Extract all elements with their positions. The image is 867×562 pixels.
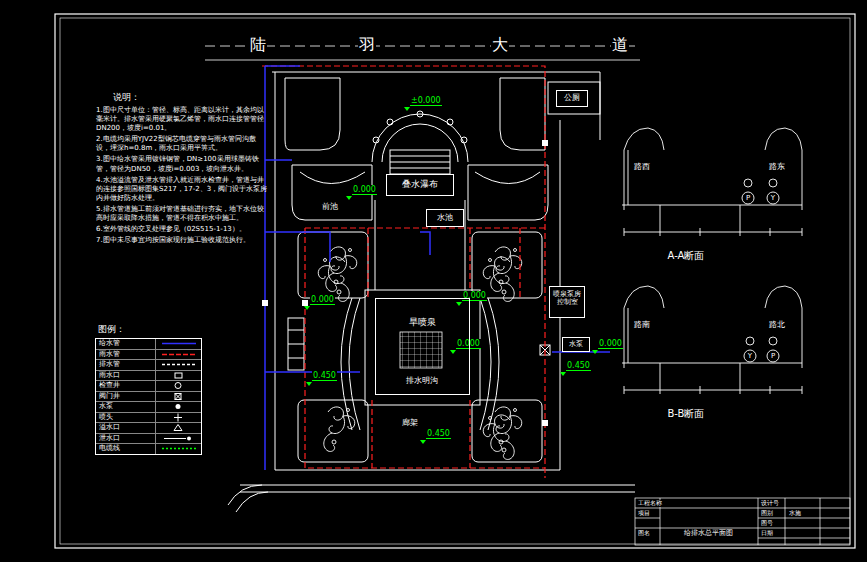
pipe-callout: Y [770, 194, 776, 202]
node-label: 水泵 [569, 340, 583, 348]
legend-row: 阀门井 [96, 392, 201, 403]
legend-text: 溢水口 [96, 423, 156, 433]
legend-row: 水泵 [96, 402, 201, 413]
section-title: B-B断面 [667, 408, 706, 420]
legend-text: 雨水管 [96, 350, 156, 360]
notes-heading: 说明： [112, 92, 141, 102]
title-block-cell: 日期 [760, 530, 774, 537]
legend-swatch [156, 371, 201, 380]
legend-row: 排水管 [96, 360, 201, 371]
node-label: 公厕 [564, 93, 580, 103]
design-note: 3.图中给水管采用镀锌钢管，DN≥100采用球墨铸铁管，管径为DN50，坡度i=… [96, 155, 268, 173]
pump-room: 喷泉泵房控制室 [549, 286, 585, 318]
legend-row: 溢水口 [96, 423, 201, 434]
legend-text: 雨水口 [96, 371, 156, 381]
direction-label: 路北 [768, 320, 786, 329]
design-note: 4.水池溢流管及泄水管排入就近雨水检查井，管道与井的连接参照国标图集S217，1… [96, 176, 268, 203]
design-note: 2.电缆均采用YJV22型铜芯电缆穿管与雨水管同沟敷设，埋深h=0.8m，雨水口… [96, 135, 268, 153]
legend-swatch [156, 434, 201, 443]
road-name-char: 大 [491, 36, 509, 54]
legend-swatch [156, 423, 201, 432]
node-label: 叠水瀑布 [402, 179, 438, 190]
node-label: 廊架 [402, 418, 418, 428]
title-block-cell: 给排水总平面图 [683, 529, 734, 537]
design-note: 6.室外管线的交叉处理参见（02S515-1-13）。 [96, 225, 268, 234]
elevation-mark: 0.000 [352, 185, 377, 195]
pool-area: 前池 [310, 200, 350, 218]
node-label: 前池 [322, 202, 338, 212]
title-block-cell: 图别 [760, 510, 774, 517]
road-name-char: 陆 [249, 36, 267, 54]
legend-text: 喷头 [96, 413, 156, 423]
plaza-fountain: 旱喷泉 [375, 298, 470, 395]
legend-swatch [156, 350, 201, 359]
title-block-cell: 设计号 [760, 500, 780, 507]
node-label: 喷泉泵房控制室 [550, 290, 584, 307]
legend-text: 阀门井 [96, 392, 156, 402]
legend-row: 检查井 [96, 381, 201, 392]
legend-text: 检查井 [96, 381, 156, 391]
title-block-cell: 图号 [760, 520, 774, 527]
title-block-cell: 项目 [637, 510, 651, 517]
direction-label: 路西 [633, 162, 651, 171]
legend-row: 雨水管 [96, 350, 201, 361]
direction-label: 路东 [768, 162, 786, 171]
pipe-callout: Y [747, 352, 753, 360]
elevation-mark: 0.450 [426, 429, 451, 439]
area-label: 排水明沟 [405, 376, 439, 385]
title-block-cell: 图名 [637, 530, 651, 537]
design-note: 1.图中尺寸单位：管径、标高、距离以米计，其余均以毫米计。排水管采用硬聚氯乙烯管… [96, 106, 268, 133]
legend-row: 喷头 [96, 413, 201, 424]
road-name-char: 道 [611, 36, 629, 54]
design-note: 5.排水管道施工前须对管道基础进行夯实，地下水位较高时应采取降水措施，管道不得在… [96, 205, 268, 223]
legend-text: 水泵 [96, 402, 156, 412]
legend-row: 泄水口 [96, 434, 201, 445]
elevation-mark: ±0.000 [410, 96, 442, 106]
legend-text: 给水管 [96, 339, 156, 349]
legend-text: 电缆线 [96, 444, 156, 454]
legend-swatch [156, 381, 201, 390]
node-label: 水池 [437, 213, 453, 223]
legend-row: 电缆线 [96, 444, 201, 454]
pergola-area: 廊架 [394, 416, 426, 433]
pump-box: 水泵 [562, 337, 590, 352]
pool-area: 水池 [426, 209, 464, 227]
elevation-mark: 0.000 [598, 339, 623, 349]
legend-swatch [156, 339, 201, 348]
legend-heading: 图例： [97, 324, 126, 334]
elevation-mark: 0.000 [462, 291, 487, 301]
elevation-mark: 0.450 [566, 361, 591, 371]
toilet-block: 公厕 [556, 90, 588, 107]
legend-swatch [156, 392, 201, 401]
title-block-cell: 水施 [788, 510, 802, 517]
legend-text: 泄水口 [96, 434, 156, 444]
elevation-mark: 0.000 [456, 339, 481, 349]
pipe-callout: P [745, 194, 751, 202]
legend-swatch [156, 444, 201, 453]
legend-swatch [156, 413, 201, 422]
legend-swatch [156, 402, 201, 411]
road-name-char: 羽 [358, 36, 376, 54]
legend-row: 雨水口 [96, 371, 201, 382]
elevation-mark: 0.000 [310, 295, 335, 305]
direction-label: 路南 [633, 320, 651, 329]
legend-text: 排水管 [96, 360, 156, 370]
notes-block: 1.图中尺寸单位：管径、标高、距离以米计，其余均以毫米计。排水管采用硬聚氯乙烯管… [96, 106, 268, 245]
cascade-structure: 叠水瀑布 [386, 174, 454, 196]
elevation-mark: 0.450 [312, 371, 337, 381]
legend-table: 给水管雨水管排水管雨水口检查井阀门井水泵喷头溢水口泄水口电缆线 [95, 338, 202, 455]
legend-row: 给水管 [96, 339, 201, 350]
section-title: A-A断面 [667, 250, 706, 262]
title-block-cell: 工程名称 [637, 500, 663, 507]
node-label: 旱喷泉 [409, 317, 436, 328]
design-note: 7.图中未尽事宜均按国家现行施工验收规范执行。 [96, 236, 268, 245]
pipe-callout: P [770, 352, 776, 360]
legend-swatch [156, 360, 201, 369]
